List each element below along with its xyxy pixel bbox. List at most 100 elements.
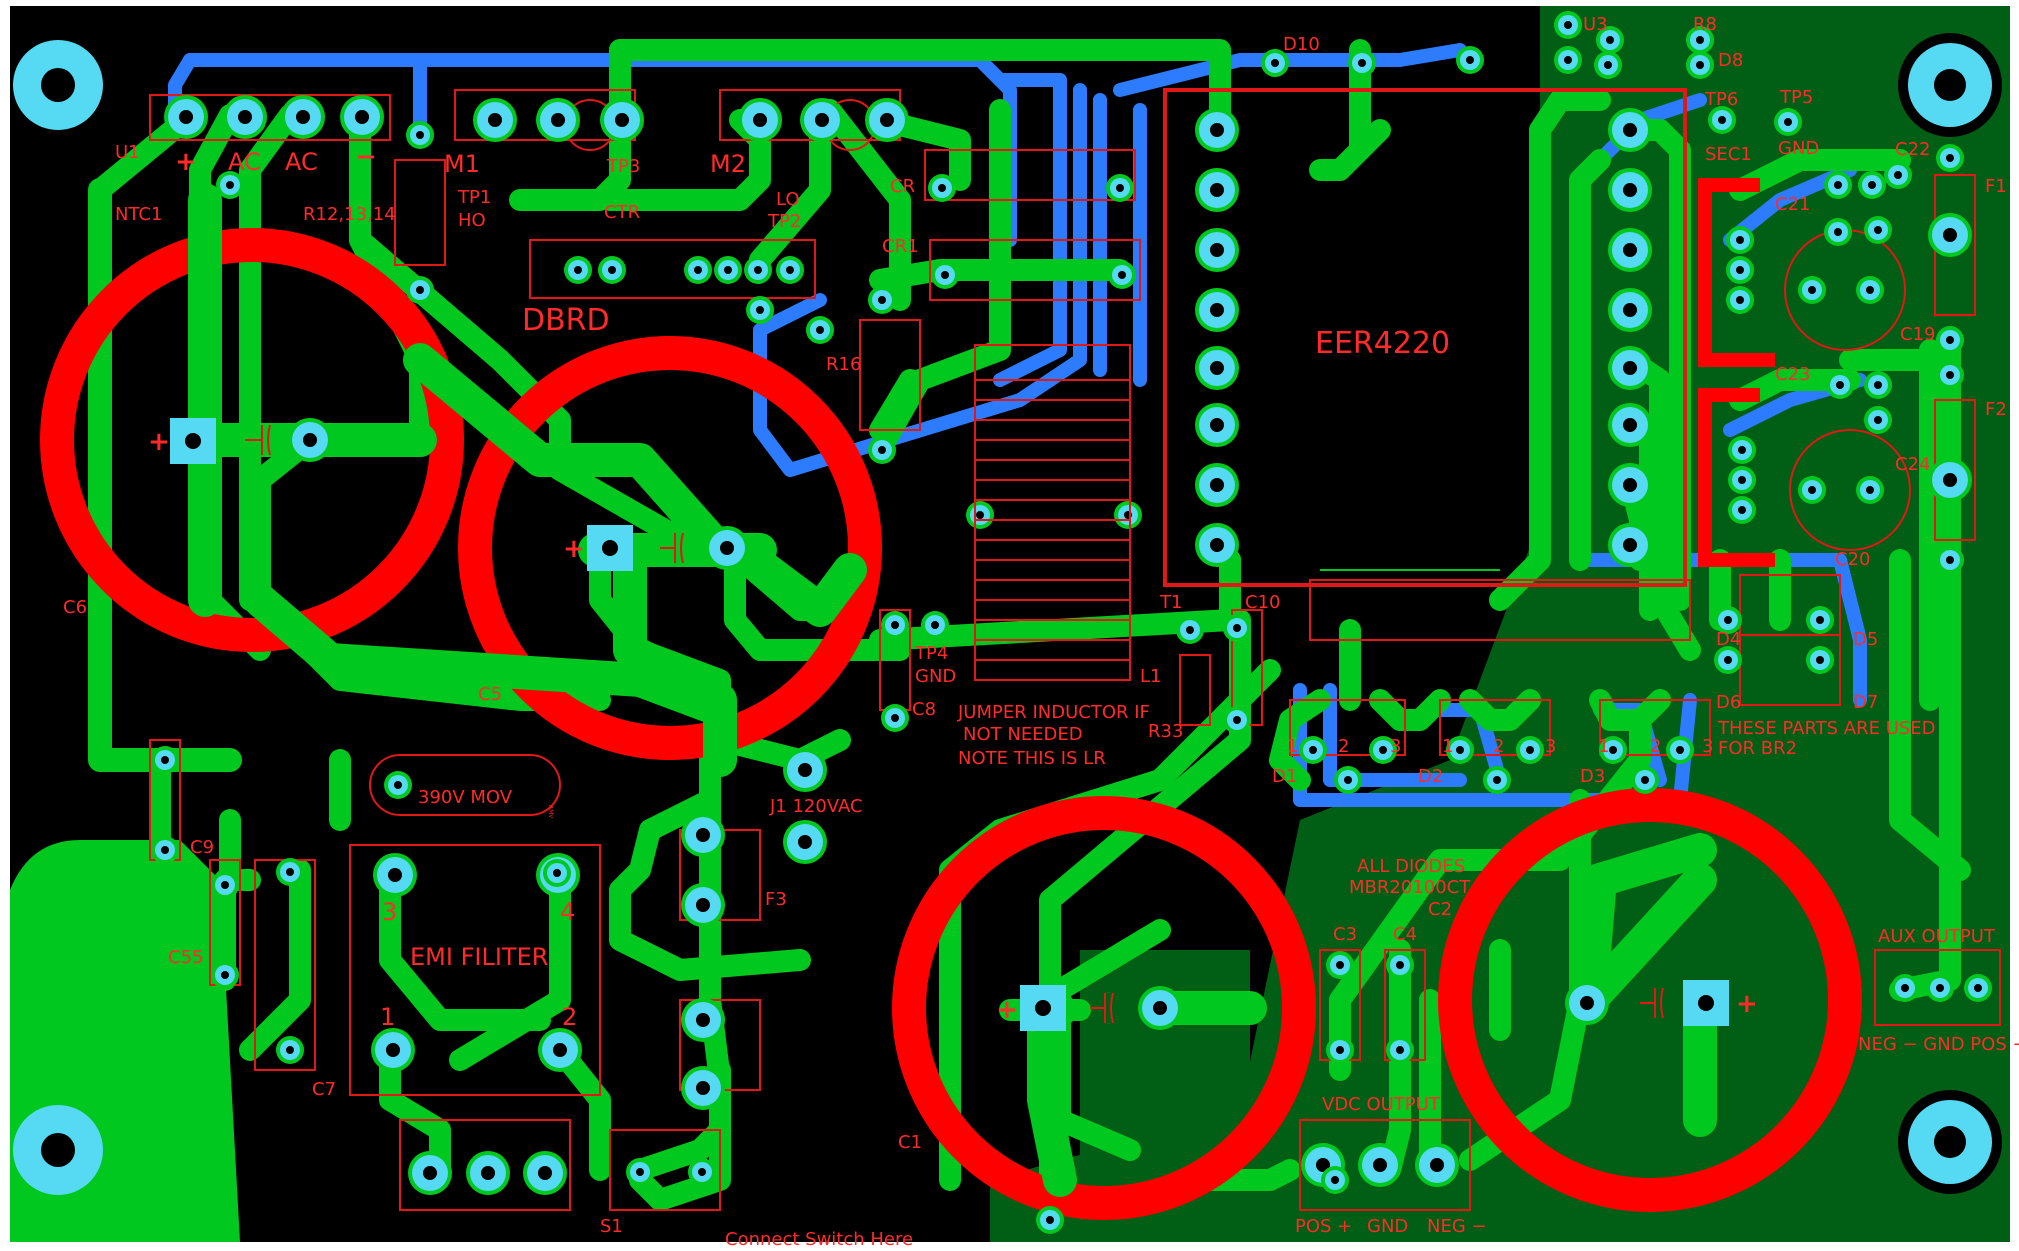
label-cr: CR xyxy=(890,176,915,197)
label-lo: LO xyxy=(776,189,800,210)
label-c3: C3 xyxy=(1333,924,1357,945)
label-tp4: TP4 xyxy=(914,643,948,664)
label-d2: D2 xyxy=(1418,766,1443,787)
label-f2: F2 xyxy=(1985,399,2007,420)
label-tp6: TP6 xyxy=(1704,89,1738,110)
label-u3: U3 xyxy=(1583,14,1608,35)
label-c24: C24 xyxy=(1895,454,1930,475)
label-c21: C21 xyxy=(1775,194,1810,215)
label-c19: C19 xyxy=(1900,324,1935,345)
label-r16: R16 xyxy=(826,354,861,375)
pads xyxy=(151,11,1992,1234)
label-d4: D4 xyxy=(1716,629,1741,650)
label-c6: C6 xyxy=(63,597,87,618)
label-switch: Connect Switch Here xyxy=(725,1229,913,1250)
label-d2-pin2: 2 xyxy=(1493,736,1504,757)
keepout-c5 xyxy=(458,336,882,760)
capacitor-symbols xyxy=(245,424,1664,1024)
label-tp5: TP5 xyxy=(1779,87,1813,108)
label-emi: EMI FILITER xyxy=(410,943,548,971)
label-d7: D7 xyxy=(1853,692,1878,713)
label-c7: C7 xyxy=(312,1079,336,1100)
label-u1-ac1: AC xyxy=(228,148,261,176)
label-m2: M2 xyxy=(710,150,746,178)
label-ctr: CTR xyxy=(604,202,640,223)
label-u1-ac2: AC xyxy=(285,148,318,176)
label-d3-pin2: 2 xyxy=(1650,736,1661,757)
mounting-hole-bl xyxy=(13,1105,103,1195)
crossing-traces xyxy=(188,183,1717,1197)
label-r33: R33 xyxy=(1148,721,1183,742)
label-neg: NEG − xyxy=(1427,1216,1487,1237)
label-d1-pin3: 3 xyxy=(1390,736,1401,757)
label-pos: POS + xyxy=(1295,1216,1352,1237)
label-d1: D1 xyxy=(1272,766,1297,787)
label-c20: C20 xyxy=(1835,549,1870,570)
label-d8: D8 xyxy=(1718,50,1743,71)
label-u1: U1 xyxy=(115,142,140,163)
label-d3-pin3: 3 xyxy=(1702,736,1713,757)
label-eer4220: EER4220 xyxy=(1315,326,1450,361)
label-emi-2: 2 xyxy=(562,1003,577,1031)
label-gnd-tp5: GND xyxy=(1778,138,1819,159)
label-ntc1: NTC1 xyxy=(115,204,162,225)
mounting-holes xyxy=(13,33,2002,1195)
label-emi-1: 1 xyxy=(380,1003,395,1031)
label-j1: J1 120VAC xyxy=(769,796,863,817)
mounting-hole-tl xyxy=(13,40,103,130)
label-c55: C55 xyxy=(168,947,203,968)
label-r8: R8 xyxy=(1693,14,1717,35)
capacitor-keepouts xyxy=(40,228,1862,1220)
label-c23: C23 xyxy=(1775,364,1810,385)
label-d5: D5 xyxy=(1853,629,1878,650)
label-d6: D6 xyxy=(1716,692,1741,713)
label-c2: C2 xyxy=(1428,899,1452,920)
label-emi-3: 3 xyxy=(382,898,397,926)
keepout-c6 xyxy=(40,228,464,652)
label-t1: T1 xyxy=(1159,592,1182,613)
label-l1: L1 xyxy=(1140,666,1161,687)
label-d3: D3 xyxy=(1580,766,1605,787)
label-emi-4: 4 xyxy=(560,898,575,926)
label-d2-pin3: 3 xyxy=(1545,736,1556,757)
label-note-1: JUMPER INDUCTOR IF xyxy=(957,702,1150,723)
label-sec1: SEC1 xyxy=(1705,144,1752,165)
label-plus-c2: + xyxy=(1736,989,1758,1019)
label-c1: C1 xyxy=(898,1132,922,1153)
label-vdc-output: VDC OUTPUT xyxy=(1322,1094,1441,1115)
label-f3: F3 xyxy=(765,889,787,910)
label-c10: C10 xyxy=(1245,592,1280,613)
ground-pour-right xyxy=(990,6,2010,1242)
label-tp3: TP3 xyxy=(606,156,640,177)
label-tp1: TP1 xyxy=(457,187,491,208)
label-mov: 390V MOV xyxy=(418,787,513,808)
label-cr1: CR1 xyxy=(882,236,919,257)
label-u1-minus: − xyxy=(355,142,377,172)
label-d10: D10 xyxy=(1283,34,1320,55)
label-amv: AMV xyxy=(547,805,554,819)
label-br2-2: FOR BR2 xyxy=(1718,738,1797,759)
label-aux-output: AUX OUTPUT xyxy=(1878,926,1996,947)
label-c9: C9 xyxy=(190,837,214,858)
label-d2-pin1: 1 xyxy=(1442,736,1453,757)
label-tp2: TP2 xyxy=(767,211,801,232)
label-diodes-2: MBR20100CT xyxy=(1349,877,1471,898)
label-c4: C4 xyxy=(1393,924,1417,945)
keepout-c2 xyxy=(1438,788,1862,1212)
label-c22: C22 xyxy=(1895,139,1930,160)
mounting-hole-br xyxy=(1898,1090,2002,1194)
silkscreen-labels: U1 + AC AC − NTC1 R12,13,14 M1 TP1 HO TP… xyxy=(63,14,2019,1250)
label-ho: HO xyxy=(458,210,486,231)
label-dbrd: DBRD xyxy=(522,303,610,338)
polarized-cap-pads xyxy=(170,418,1729,1031)
label-m1: M1 xyxy=(444,150,480,178)
label-diodes-1: ALL DIODES xyxy=(1357,856,1465,877)
label-f1: F1 xyxy=(1985,176,2007,197)
label-gnd-out: GND xyxy=(1367,1216,1408,1237)
inductor-l1 xyxy=(974,344,1131,681)
label-c8: C8 xyxy=(912,699,936,720)
label-c5: C5 xyxy=(478,684,502,705)
label-plus-c5: + xyxy=(563,534,585,564)
label-r12: R12,13,14 xyxy=(303,204,396,225)
